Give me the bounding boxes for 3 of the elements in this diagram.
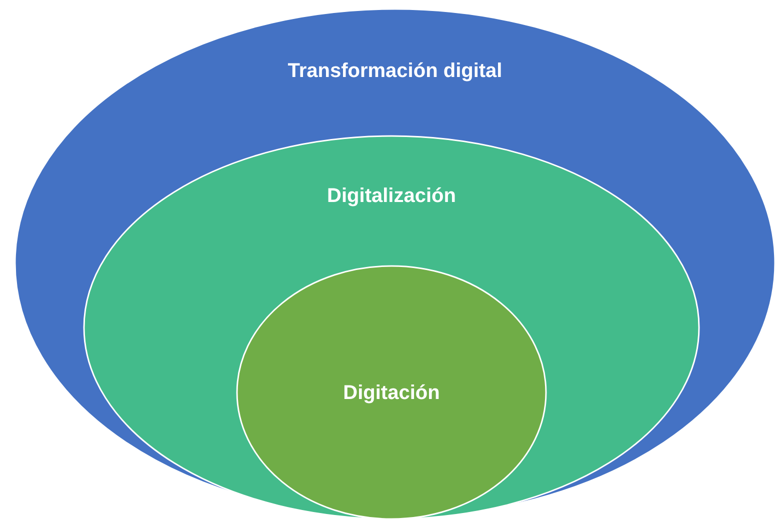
- ellipse-label: Digitación: [343, 382, 440, 404]
- ellipse-label: Transformación digital: [288, 60, 502, 82]
- ellipse-label: Digitalización: [327, 185, 456, 207]
